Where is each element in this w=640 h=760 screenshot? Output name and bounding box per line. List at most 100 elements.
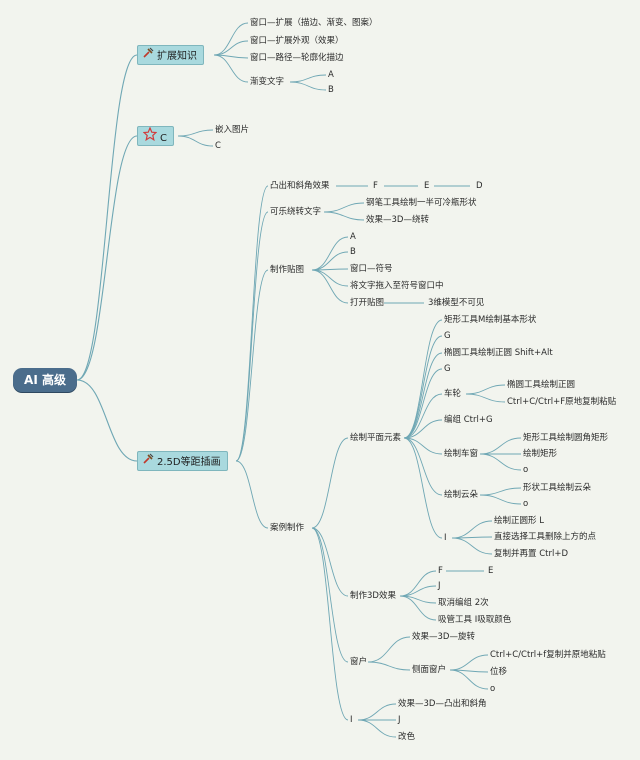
connector-line [311,269,349,304]
branch-label: C [160,133,167,144]
topic-node[interactable]: 窗户 [350,657,368,667]
topic-node[interactable]: o [523,465,529,475]
connector-line [465,384,506,395]
root-node[interactable]: AI 高级 [13,368,77,392]
topic-node[interactable]: D [476,181,483,191]
topic-node[interactable]: 制作3D效果 [350,591,396,601]
topic-node[interactable]: 编组 Ctrl+G [444,415,493,425]
topic-node[interactable]: 形状工具绘制云朵 [523,483,592,493]
connector-line [357,719,397,738]
topic-node[interactable]: A [328,70,334,80]
topic-node[interactable]: 车轮 [444,389,462,399]
topic-node[interactable]: 制作贴图 [270,265,305,275]
connector-line [449,654,489,671]
topic-node[interactable]: 绘制云朵 [444,490,479,500]
topic-node[interactable]: 取消编组 2次 [438,598,489,608]
topic-node[interactable]: 复制并再置 Ctrl+D [494,549,568,559]
topic-node[interactable]: 绘制车窗 [444,449,479,459]
branch-isometric-illustration[interactable]: 2.5D等距插画 [137,451,228,471]
topic-node[interactable]: B [350,247,356,257]
connector-line [213,54,249,59]
topic-node[interactable]: o [523,499,529,509]
connector-line [403,437,443,539]
topic-node[interactable]: 改色 [398,732,416,742]
topic-node[interactable]: G [444,364,451,374]
connector-line [403,368,443,439]
connector-line [289,74,327,83]
connector-line [235,269,269,462]
connector-line [449,669,489,690]
topic-node[interactable]: 位移 [490,667,508,677]
topic-node[interactable]: 侧面窗户 [412,665,447,675]
tools-icon [143,452,154,472]
connector-line [403,419,443,439]
topic-node[interactable]: 绘制矩形 [523,449,558,459]
connector-line [479,494,522,505]
connector-line [403,437,443,455]
connector-line [403,437,443,496]
topic-node[interactable]: Ctrl+C/Ctrl+f复制并原地粘贴 [490,650,606,660]
topic-node[interactable]: I [350,715,353,725]
topic-node[interactable]: J [438,581,441,591]
topic-node[interactable]: J [398,715,401,725]
topic-node[interactable]: F [373,181,378,191]
connector-line [367,661,411,671]
topic-node[interactable]: 效果—3D—绕转 [366,215,429,225]
connector-line [479,487,522,496]
connector-line [323,211,365,221]
topic-node[interactable]: 案例制作 [270,523,305,533]
topic-node[interactable]: 窗口—路径—轮廓化描边 [250,53,344,63]
topic-node[interactable]: E [488,566,494,576]
star-icon [142,126,158,149]
topic-node[interactable]: 绘制正圆形 L [494,516,544,526]
topic-node[interactable]: 椭圆工具绘制正圆 Shift+Alt [444,348,553,358]
branch-label: 扩展知识 [157,51,197,62]
topic-node[interactable]: F [438,566,443,576]
topic-node[interactable]: Ctrl+C/Ctrl+F原地复制粘贴 [507,397,617,407]
connector-line [403,352,443,439]
connector-line [311,527,349,721]
topic-node[interactable]: 嵌入图片 [215,125,250,135]
topic-node[interactable]: 渐变文字 [250,77,285,87]
connector-line [479,453,522,471]
topic-node[interactable]: 钢笔工具绘制一半可冷瓶形状 [366,198,477,208]
branch-extension-knowledge[interactable]: 扩展知识 [137,45,204,65]
topic-node[interactable]: G [444,331,451,341]
connector-line [311,437,349,529]
connector-line [76,54,138,381]
topic-node[interactable]: I [444,533,447,543]
connector-line [235,211,269,462]
topic-node[interactable]: 矩形工具M绘制基本形状 [444,315,537,325]
topic-node[interactable]: 直接选择工具删除上方的点 [494,532,597,542]
connector-line [367,636,411,663]
connector-line [177,129,214,137]
topic-node[interactable]: 吸管工具 I吸取颜色 [438,615,512,625]
topic-node[interactable]: 打开贴图 [350,298,385,308]
connector-line [311,269,349,287]
connector-line [311,236,349,271]
connector-line [399,595,437,621]
branch-c[interactable]: C [137,126,174,146]
topic-node[interactable]: 3维模型不可见 [428,298,485,308]
topic-node[interactable]: 矩形工具绘制圆角矩形 [523,433,609,443]
topic-node[interactable]: 效果—3D—凸出和斜角 [398,699,487,709]
topic-node[interactable]: E [424,181,430,191]
topic-node[interactable]: 将文字拖入至符号窗口中 [350,281,444,291]
topic-node[interactable]: 可乐绕转文字 [270,207,322,217]
topic-node[interactable]: B [328,85,334,95]
topic-node[interactable]: 窗口—扩展（描边、渐变、图案） [250,18,378,28]
topic-node[interactable]: A [350,232,356,242]
topic-node[interactable]: 效果—3D—旋转 [412,632,475,642]
topic-node[interactable]: 窗口—符号 [350,264,393,274]
topic-node[interactable]: 椭圆工具绘制正圆 [507,380,576,390]
topic-node[interactable]: o [490,684,496,694]
connector-line [403,335,443,439]
connector-line [213,40,249,56]
topic-node[interactable]: 凸出和斜角效果 [270,181,330,191]
connector-line [465,393,506,403]
connector-line [76,379,138,462]
topic-node[interactable]: C [215,141,221,151]
topic-node[interactable]: 绘制平面元素 [350,433,402,443]
topic-node[interactable]: 窗口—扩展外观（效果） [250,36,344,46]
